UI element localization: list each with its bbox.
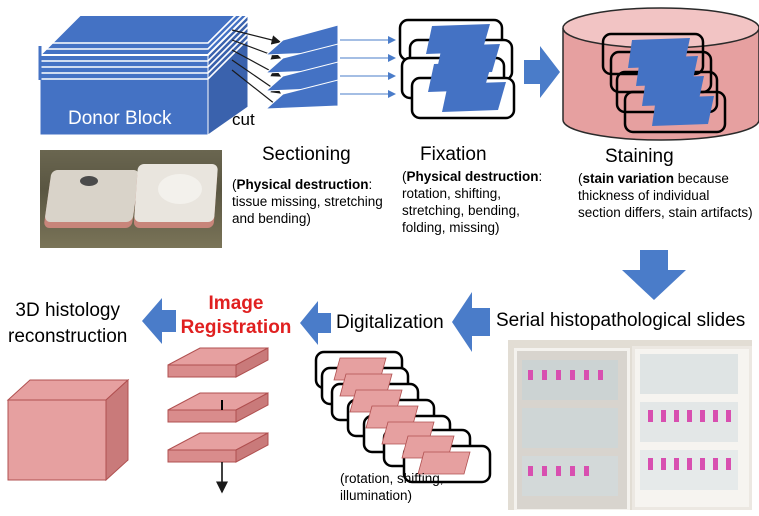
serial-slides-title: Serial histopathological slides	[496, 310, 746, 331]
fixation-title: Fixation	[420, 144, 487, 165]
serial-slides-photo	[508, 340, 752, 510]
staining-jar	[562, 7, 759, 141]
sectioning-desc-rest: : tissue missing, stretching and bending…	[232, 177, 383, 226]
flow-arrow-registration-to-reconstruction	[142, 298, 176, 344]
sectioning-title: Sectioning	[262, 144, 351, 165]
flow-arrow-slides-to-digitalization	[452, 292, 490, 352]
digitalization-note: (rotation, shifting, illumination)	[340, 471, 444, 503]
staining-desc-rest: because thickness of individual section …	[578, 171, 753, 220]
flow-arrow-digitalization-to-registration	[300, 301, 331, 345]
digitalization-title: Digitalization	[336, 312, 444, 333]
flow-arrow-fixation-to-staining	[524, 46, 560, 98]
fixation-description: (Physical destruction: rotation, shiftin…	[402, 169, 543, 235]
donor-block-photo	[40, 150, 222, 248]
sectioning-desc-bold: Physical destruction	[236, 177, 369, 192]
digitalization-slides	[314, 350, 492, 484]
reconstruction-line2: reconstruction	[8, 326, 128, 347]
flow-arrow-staining-to-slides	[622, 250, 686, 300]
reconstruction-line1: 3D histology	[15, 300, 120, 321]
tissue-sections	[264, 24, 339, 110]
reconstruction-cube	[6, 378, 130, 482]
sectioning-description: (Physical destruction: tissue missing, s…	[232, 177, 383, 226]
fixation-desc-rest: : rotation, shifting, stretching, bendin…	[402, 169, 543, 235]
section-to-fixation-arrows	[340, 36, 396, 98]
image-registration-title: Image Registration	[166, 292, 306, 340]
fixation-desc-bold: Physical destruction	[406, 169, 539, 184]
image-registration-line2: Registration	[180, 317, 292, 338]
donor-block-label: Donor Block	[68, 108, 172, 129]
reconstruction-title: 3D histology reconstruction	[8, 298, 127, 350]
staining-description: (stain variation because thickness of in…	[578, 171, 753, 220]
image-registration-line1: Image	[208, 293, 264, 314]
fixation-slides	[398, 18, 516, 120]
registration-stack	[167, 347, 269, 494]
staining-title: Staining	[605, 146, 674, 167]
staining-desc-bold: stain variation	[582, 171, 675, 186]
cut-label: cut	[232, 110, 255, 129]
donor-block	[37, 2, 251, 136]
